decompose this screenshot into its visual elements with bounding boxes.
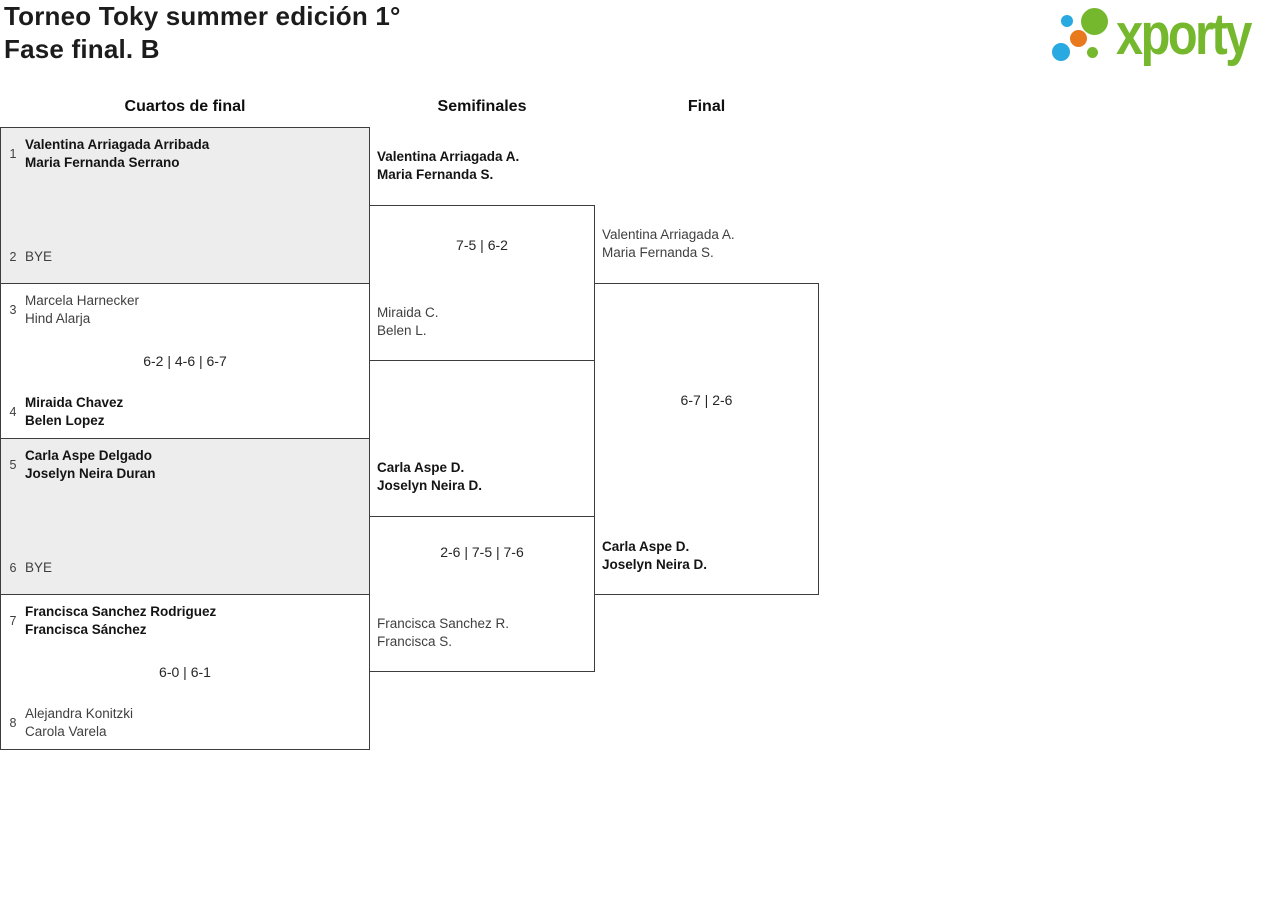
team-name: Miraida Chavez Belen Lopez xyxy=(25,395,124,428)
match-box-qf3: 5 Carla Aspe Delgado Joselyn Neira Duran… xyxy=(0,438,370,595)
seed-number: 5 xyxy=(9,458,17,472)
logo-dot-orange-icon xyxy=(1070,30,1087,47)
team-entry: 8 Alejandra Konitzki Carola Varela xyxy=(1,705,369,741)
logo-dot-blue-small-icon xyxy=(1061,15,1073,27)
team-name: Francisca Sanchez Rodriguez Francisca Sá… xyxy=(25,604,217,637)
seed-number: 3 xyxy=(9,303,17,317)
tournament-title: Torneo Toky summer edición 1° Fase final… xyxy=(4,0,401,66)
final-bottom-team: Carla Aspe D. Joselyn Neira D. xyxy=(602,539,708,572)
tournament-title-line2: Fase final. B xyxy=(4,34,160,64)
team-entry: 3 Marcela Harnecker Hind Alarja xyxy=(1,292,369,328)
seed-number: 8 xyxy=(9,716,17,730)
sf1-top-team: Valentina Arriagada A. Maria Fernanda S. xyxy=(377,149,520,182)
logo-dot-green-small-icon xyxy=(1087,47,1098,58)
team-name: Marcela Harnecker Hind Alarja xyxy=(25,293,140,326)
logo-dot-green-big-icon xyxy=(1081,8,1108,35)
team-entry: 7 Francisca Sanchez Rodriguez Francisca … xyxy=(1,603,369,639)
match-box-qf1: 1 Valentina Arriagada Arribada Maria Fer… xyxy=(0,127,370,284)
sf2-top-team: Carla Aspe D. Joselyn Neira D. xyxy=(377,460,483,493)
logo-dot-blue-big-icon xyxy=(1052,43,1070,61)
match-score: 6-0 | 6-1 xyxy=(159,664,211,680)
column-header-quarterfinals: Cuartos de final xyxy=(124,98,246,115)
sf1-bottom-team: Miraida C. Belen L. xyxy=(377,305,439,338)
sf2-score: 2-6 | 7-5 | 7-6 xyxy=(440,544,524,560)
team-name: Valentina Arriagada Arribada Maria Ferna… xyxy=(25,137,210,170)
team-entry: 1 Valentina Arriagada Arribada Maria Fer… xyxy=(1,136,369,172)
team-entry: 6 BYE xyxy=(1,559,369,577)
team-name: Carla Aspe Delgado Joselyn Neira Duran xyxy=(25,448,156,481)
column-header-final: Final xyxy=(687,98,726,115)
final-top-team: Valentina Arriagada A. Maria Fernanda S. xyxy=(602,227,735,260)
tournament-title-line1: Torneo Toky summer edición 1° xyxy=(4,1,401,31)
match-box-final xyxy=(594,283,819,595)
seed-number: 2 xyxy=(9,250,17,264)
seed-number: 4 xyxy=(9,405,17,419)
final-score: 6-7 | 2-6 xyxy=(680,392,733,408)
seed-number: 6 xyxy=(9,561,17,575)
team-entry: 4 Miraida Chavez Belen Lopez xyxy=(1,394,369,430)
xporty-logo[interactable]: xporty xyxy=(1050,0,1280,78)
match-score: 6-2 | 4-6 | 6-7 xyxy=(143,353,227,369)
column-header-semifinals: Semifinales xyxy=(437,98,527,115)
team-entry: 5 Carla Aspe Delgado Joselyn Neira Duran xyxy=(1,447,369,483)
team-entry: 2 BYE xyxy=(1,248,369,266)
xporty-logo-text: xporty xyxy=(1116,2,1252,67)
team-name: Alejandra Konitzki Carola Varela xyxy=(25,706,134,739)
sf1-score: 7-5 | 6-2 xyxy=(456,237,508,253)
sf2-bottom-team: Francisca Sanchez R. Francisca S. xyxy=(377,616,510,649)
match-box-qf4: 7 Francisca Sanchez Rodriguez Francisca … xyxy=(0,594,370,750)
team-name: BYE xyxy=(25,560,53,575)
match-box-qf2: 3 Marcela Harnecker Hind Alarja 6-2 | 4-… xyxy=(0,283,370,439)
seed-number: 7 xyxy=(9,614,17,628)
team-name: BYE xyxy=(25,249,53,264)
seed-number: 1 xyxy=(9,147,17,161)
